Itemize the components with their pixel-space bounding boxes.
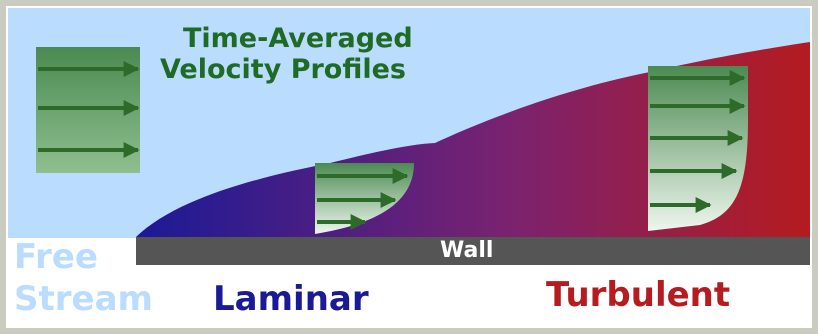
laminar-profile (315, 163, 414, 234)
wall (136, 237, 810, 265)
diagram-title-line-1: Time-Averaged (183, 23, 413, 54)
diagram-title-line-2: Velocity Profiles (160, 54, 407, 85)
free-stream-label-line-1: Free (14, 237, 98, 277)
free-stream-profile (36, 47, 140, 173)
laminar-label: Laminar (213, 279, 369, 319)
turbulent-label: Turbulent (546, 275, 731, 315)
free-stream-label-line-2: Stream (14, 279, 153, 319)
turbulent-profile (648, 66, 748, 231)
boundary-layer-region (136, 42, 810, 238)
wall-label: Wall (440, 238, 494, 263)
